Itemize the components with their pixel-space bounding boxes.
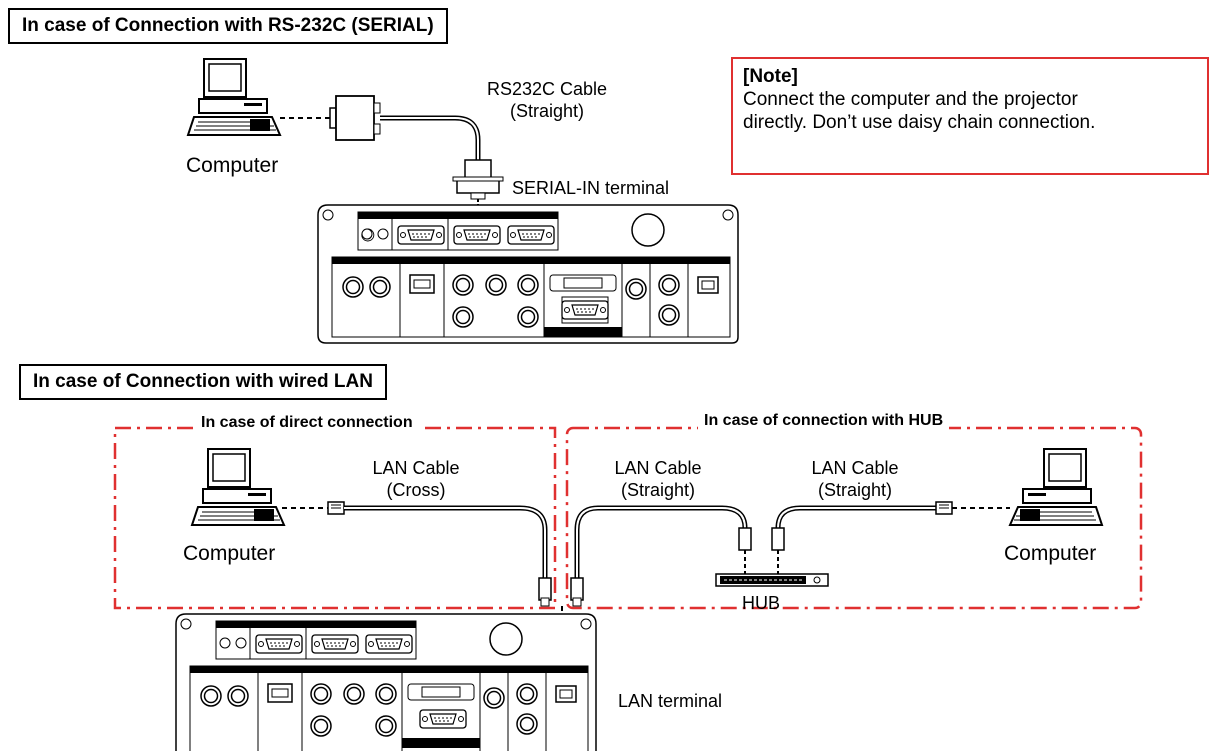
- computer-icon: [191, 448, 285, 526]
- serial-section-title: In case of Connection with RS-232C (SERI…: [8, 8, 448, 44]
- lan-cross-cable-label: LAN Cable (Cross): [372, 458, 460, 500]
- lan-section-title: In case of Connection with wired LAN: [19, 364, 387, 400]
- hub-connection-label: In case of connection with HUB: [698, 412, 950, 430]
- note-heading: [Note]: [743, 66, 798, 87]
- note-line-1: Connect the computer and the projector: [743, 89, 1078, 110]
- lan-straight-cable-right-label: LAN Cable (Straight): [811, 458, 899, 500]
- hub-label: HUB: [742, 593, 781, 613]
- projector-panel-bottom: [175, 613, 597, 751]
- lan-terminal-label: LAN terminal: [618, 691, 723, 711]
- serial-connector-icon: [329, 95, 381, 141]
- lan-straight-cable-left-label: LAN Cable (Straight): [614, 458, 702, 500]
- direct-connection-label: In case of direct connection: [195, 414, 419, 432]
- direct-connection-box: [113, 426, 557, 610]
- direct-computer-label: Computer: [183, 542, 276, 565]
- hub-computer-label: Computer: [1004, 542, 1097, 565]
- note-box: [Note] Connect the computer and the proj…: [731, 57, 1209, 175]
- serial-computer-label: Computer: [186, 154, 279, 177]
- note-line-2: directly. Don’t use daisy chain connecti…: [743, 112, 1096, 133]
- serial-plug-icon: [452, 159, 504, 210]
- computer-icon: [1009, 448, 1103, 526]
- hub-icon: [715, 573, 829, 587]
- serial-in-terminal-label: SERIAL-IN terminal: [512, 178, 670, 198]
- projector-panel-top: [317, 204, 739, 344]
- computer-icon: [187, 58, 281, 136]
- rs232c-cable-label: RS232C Cable (Straight): [486, 79, 608, 121]
